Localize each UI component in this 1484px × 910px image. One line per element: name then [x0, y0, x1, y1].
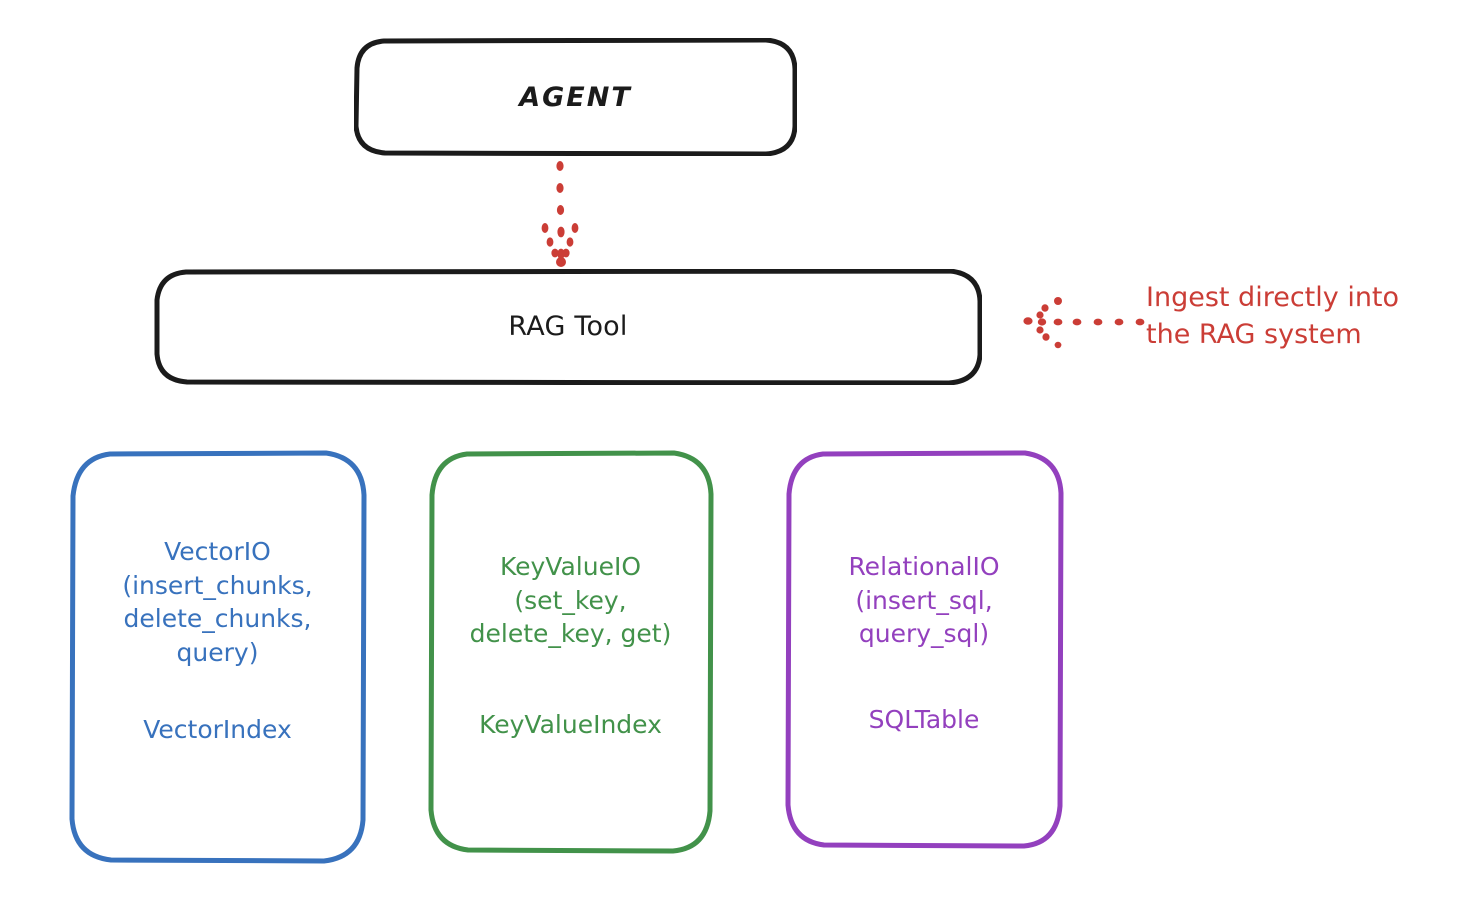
- node-rag-tool[interactable]: RAG Tool: [154, 269, 982, 385]
- key-value-io-index: KeyValueIndex: [479, 710, 662, 739]
- vector-io-title: VectorIO (insert_chunks, delete_chunks, …: [122, 537, 313, 667]
- node-vector-io[interactable]: VectorIO (insert_chunks, delete_chunks, …: [68, 450, 367, 865]
- node-key-value-io[interactable]: KeyValueIO (set_key, delete_key, get) Ke…: [427, 450, 714, 855]
- key-value-io-box-outline: [428, 450, 714, 854]
- agent-label: AGENT: [519, 82, 632, 113]
- node-agent[interactable]: AGENT: [354, 38, 797, 156]
- ingest-dotted-arrow: [1023, 297, 1145, 349]
- agent-to-rag-dotted-arrow: [541, 161, 579, 267]
- key-value-io-title: KeyValueIO (set_key, delete_key, get): [469, 552, 672, 648]
- node-relational-io[interactable]: RelationalIO (insert_sql, query_sql) SQL…: [784, 450, 1064, 850]
- rag-tool-label: RAG Tool: [508, 311, 628, 342]
- relational-io-index: SQLTable: [868, 705, 980, 734]
- relational-io-title: RelationalIO (insert_sql, query_sql): [848, 552, 1000, 648]
- ingest-annotation-text: Ingest directly into the RAG system: [1146, 282, 1400, 351]
- vector-io-index: VectorIndex: [143, 715, 292, 744]
